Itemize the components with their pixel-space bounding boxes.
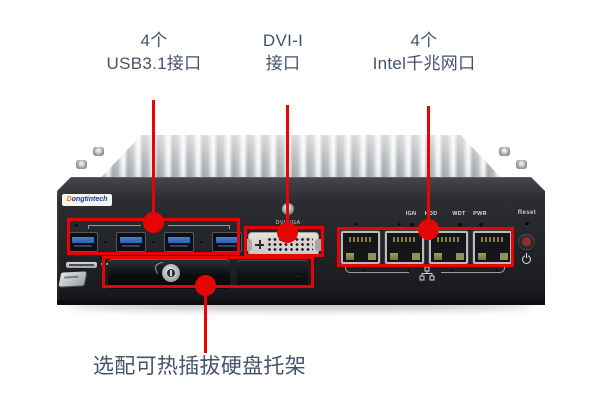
usb-group-bracket-right [168, 225, 230, 229]
embedded-pc-device: Dongtintech USB3.1 DVI VGA IGN HDD WD [57, 133, 545, 310]
dvi-digital-pins [267, 237, 313, 252]
led-label-hdd: HDD [424, 211, 438, 217]
callout-label-lan: 4个 Intel千兆网口 [329, 29, 519, 75]
usb-port-4 [212, 232, 242, 252]
highlight-box-hdd [102, 256, 314, 288]
highlight-box-usb [67, 218, 240, 255]
callout-line-dvi [286, 105, 289, 233]
antenna-post-icon [76, 160, 87, 169]
callout-label-hdd-tray: 选配可热插拔硬盘托架 [93, 355, 306, 378]
callout-line-lan [427, 106, 430, 230]
screw-dot [451, 269, 454, 272]
lan-group-bracket-left [345, 265, 409, 273]
brand-initial: D [66, 196, 72, 203]
led-label-pwr: PWR [473, 211, 487, 217]
ethernet-port-1 [341, 231, 380, 264]
hdd-tray-right-section [237, 260, 308, 288]
screw-dot [398, 223, 401, 226]
callout-dvi-line2: 接口 [265, 54, 301, 73]
callout-usb-line2: USB3.1接口 [106, 54, 202, 73]
callout-dvi-line1: DVI-I [262, 31, 304, 50]
sim-slot-marks [101, 263, 111, 265]
callout-lan-line1: 4个 [410, 31, 438, 50]
device-shadow [67, 301, 535, 310]
front-panel: Dongtintech USB3.1 DVI VGA IGN HDD WD [57, 177, 545, 305]
screw-dot [152, 241, 155, 244]
lan-group-bracket-right [441, 265, 505, 273]
callout-label-dvi: DVI-I 接口 [228, 29, 338, 75]
brand-logo: Dongtintech [62, 194, 112, 206]
keylock-icon [162, 264, 180, 282]
dvi-i-port [248, 232, 319, 256]
callout-line-hdd [204, 284, 207, 353]
antenna-post-icon [516, 160, 527, 169]
antenna-post-icon [93, 147, 104, 156]
sim-card-icon [58, 271, 86, 286]
ethernet-port-2 [385, 231, 424, 264]
reset-hole [525, 222, 529, 226]
power-button [518, 234, 535, 251]
highlight-box-lan [337, 227, 514, 267]
screw-dot [75, 224, 78, 227]
led-hole [479, 223, 483, 227]
screw-dot [104, 241, 107, 244]
callout-usb-line1: 4个 [140, 31, 168, 50]
network-icon [419, 267, 435, 281]
led-hole [410, 223, 414, 227]
brand-rest: ongtintech [71, 196, 108, 203]
callout-label-usb: 4个 USB3.1接口 [64, 29, 244, 75]
panel-bottom-edge [57, 300, 545, 305]
led-label-wdt: WDT [452, 211, 466, 217]
power-icon [522, 255, 531, 264]
led-hole [458, 223, 462, 227]
screw-dot [354, 223, 357, 226]
usb-group-bracket-left [88, 225, 141, 229]
callout-line-usb [152, 100, 155, 223]
sim-slot [66, 262, 97, 268]
ethernet-port-4 [473, 231, 512, 264]
dvi-analog-pins [255, 240, 264, 249]
antenna-post-icon [499, 147, 510, 156]
screw-dot [495, 269, 498, 272]
reset-label: Reset [517, 210, 537, 216]
callout-dot-usb [143, 212, 164, 233]
usb-port-3 [164, 232, 194, 252]
screw-dot [363, 269, 366, 272]
highlight-box-dvi [244, 226, 324, 257]
led-label-ign: IGN [405, 211, 417, 217]
usb-port-1 [68, 232, 98, 252]
callout-lan-line2: Intel千兆网口 [372, 54, 476, 73]
usb-port-2 [116, 232, 146, 252]
screw-dot [200, 241, 203, 244]
tray-hole [297, 273, 300, 276]
